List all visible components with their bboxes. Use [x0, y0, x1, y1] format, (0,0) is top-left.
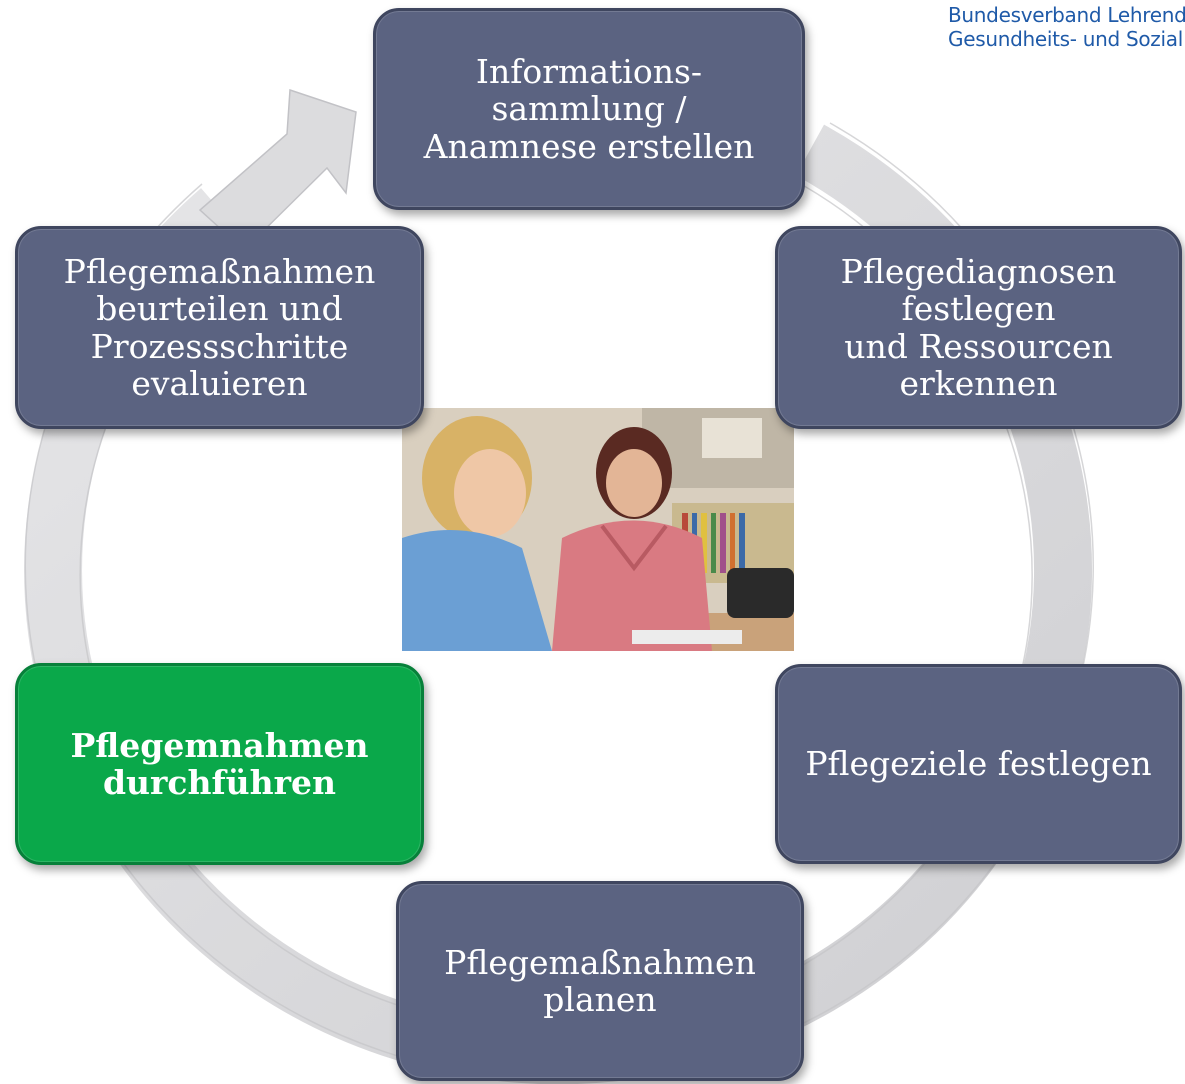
step-label: Pflegemaßnahmen planen — [444, 942, 756, 1019]
step-label: Informations- sammlung / Anamnese erstel… — [423, 52, 755, 166]
step-evaluate-measures: Pflegemaßnahmen beurteilen und Prozesssc… — [15, 226, 424, 429]
step-label: Pflegediagnosen festlegen und Ressourcen… — [840, 251, 1117, 403]
step-label: Pflegemaßnahmen beurteilen und Prozesssc… — [63, 251, 376, 403]
ring-arrow-head-icon — [198, 88, 357, 252]
logo-line-2: Gesundheits- und Sozial — [948, 27, 1183, 51]
nurses-photo — [402, 408, 794, 651]
step-label: Pflegeziele festlegen — [805, 744, 1152, 784]
step-care-goals: Pflegeziele festlegen — [775, 664, 1182, 864]
step-perform-measures: Pflegemnahmen durchführen — [15, 663, 424, 865]
step-plan-measures: Pflegemaßnahmen planen — [396, 881, 804, 1081]
step-information-gathering: Informations- sammlung / Anamnese erstel… — [373, 8, 805, 210]
step-care-diagnoses: Pflegediagnosen festlegen und Ressourcen… — [775, 226, 1182, 429]
step-label: Pflegemnahmen durchführen — [70, 725, 369, 802]
logo-line-1: Bundesverband Lehrende — [948, 3, 1185, 27]
organization-logo: Bundesverband Lehrende Gesundheits- und … — [885, 0, 1185, 60]
